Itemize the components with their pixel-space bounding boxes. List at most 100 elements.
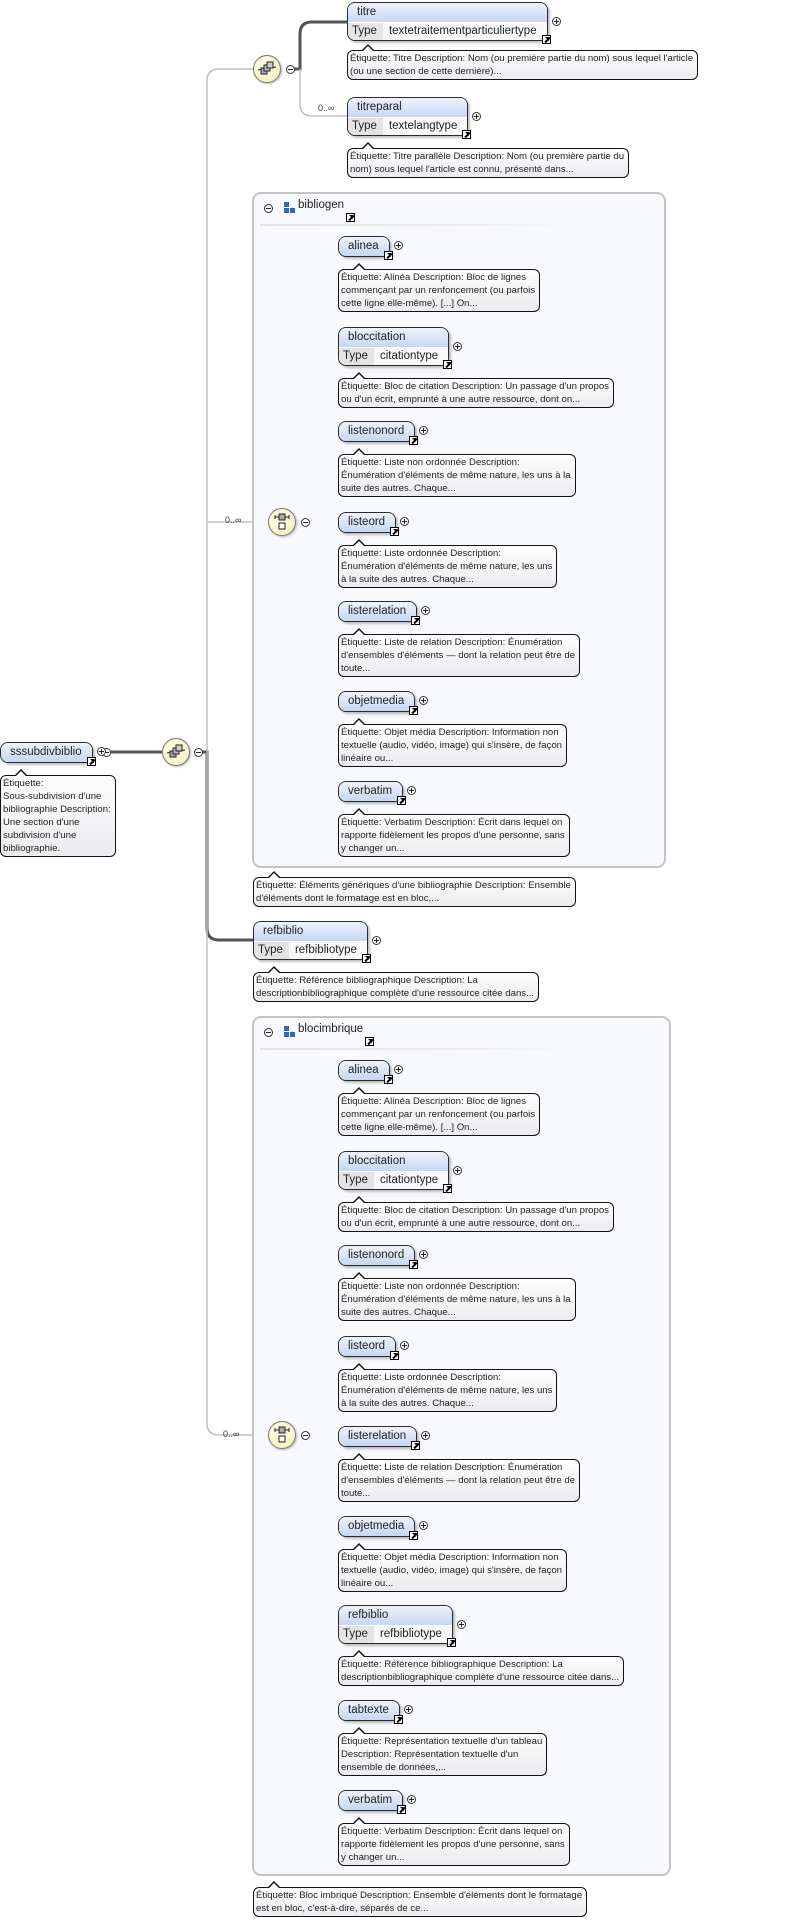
expand-plus-icon[interactable] xyxy=(407,786,416,795)
annotation-tooltip: Étiquette: Bloc imbriqué Description: En… xyxy=(253,1881,588,1917)
go-to-definition-icon[interactable] xyxy=(397,796,406,805)
element-alinea[interactable]: alinea xyxy=(338,236,390,257)
expand-plus-icon[interactable] xyxy=(419,696,428,705)
type-value: refbibliotype xyxy=(373,1626,452,1643)
annotation-tooltip: Étiquette: Alinéa Description: Bloc de l… xyxy=(338,1087,541,1136)
expand-plus-icon[interactable] xyxy=(400,517,409,526)
element-verbatim[interactable]: verbatim xyxy=(338,1790,404,1811)
expand-plus-icon[interactable] xyxy=(421,606,430,615)
group-header-divider xyxy=(260,1048,570,1050)
go-to-definition-icon[interactable] xyxy=(443,360,452,369)
element-listeord[interactable]: listeord xyxy=(338,512,397,533)
expand-plus-icon[interactable] xyxy=(400,1341,409,1350)
expand-plus-icon[interactable] xyxy=(394,1065,403,1074)
type-label: Type xyxy=(339,348,374,365)
annotation-tooltip: Étiquette: Titre parallèle Description: … xyxy=(347,142,630,178)
group-collapse-icon[interactable] xyxy=(264,1028,273,1037)
expand-plus-icon[interactable] xyxy=(372,936,381,945)
group-header-divider xyxy=(260,224,570,226)
expand-plus-icon[interactable] xyxy=(404,1705,413,1714)
choice-node-bibliogen[interactable] xyxy=(268,508,296,536)
element-name: sssubdivbiblio xyxy=(1,743,92,762)
group-collapse-icon[interactable] xyxy=(264,204,273,213)
go-to-definition-icon[interactable] xyxy=(362,954,371,963)
go-to-definition-icon[interactable] xyxy=(409,1531,418,1540)
element-name: verbatim xyxy=(339,1791,403,1810)
go-to-definition-icon[interactable] xyxy=(409,706,418,715)
element-tabtexte[interactable]: tabtexte xyxy=(338,1700,400,1721)
go-to-definition-icon[interactable] xyxy=(384,1075,393,1084)
element-name: objetmedia xyxy=(339,692,415,711)
go-to-definition-icon[interactable] xyxy=(409,436,418,445)
element-listeord[interactable]: listeord xyxy=(338,1336,397,1357)
go-to-definition-icon[interactable] xyxy=(447,1638,456,1647)
expand-plus-icon[interactable] xyxy=(453,342,462,351)
annotation-tooltip: Étiquette: Référence bibliographique Des… xyxy=(253,966,540,1002)
go-to-definition-icon[interactable] xyxy=(411,1441,420,1450)
go-to-definition-icon[interactable] xyxy=(87,757,96,766)
annotation-tooltip: Étiquette: Alinéa Description: Bloc de l… xyxy=(338,263,541,312)
go-to-definition-icon[interactable] xyxy=(365,1037,374,1046)
go-to-definition-icon[interactable] xyxy=(443,1184,452,1193)
expand-plus-icon[interactable] xyxy=(421,1431,430,1440)
sequence-node-main[interactable] xyxy=(162,738,190,766)
collapse-minus-icon[interactable] xyxy=(285,64,295,74)
expand-plus-icon[interactable] xyxy=(472,112,481,121)
expand-plus-icon[interactable] xyxy=(394,241,403,250)
expand-plus-icon[interactable] xyxy=(419,426,428,435)
connector-refbiblio xyxy=(202,750,253,942)
annotation-tooltip: Étiquette: Bloc de citation Description:… xyxy=(338,1196,614,1232)
go-to-definition-icon[interactable] xyxy=(346,213,355,222)
sequence-node-titles[interactable] xyxy=(253,55,281,83)
annotation-tooltip: Étiquette: Liste non ordonnée Descriptio… xyxy=(338,448,576,497)
expand-plus-icon[interactable] xyxy=(419,1521,428,1530)
go-to-definition-icon[interactable] xyxy=(390,527,399,536)
element-name: listerelation xyxy=(339,1427,417,1446)
go-to-definition-icon[interactable] xyxy=(411,616,420,625)
expand-plus-icon[interactable] xyxy=(552,17,561,26)
expand-plus-icon[interactable] xyxy=(97,747,106,756)
annotation-tooltip: Étiquette: Objet média Description: Info… xyxy=(338,718,568,767)
element-listerelation[interactable]: listerelation xyxy=(338,601,418,622)
annotation-tooltip: Étiquette: Représentation textuelle d'un… xyxy=(338,1727,548,1776)
go-to-definition-icon[interactable] xyxy=(384,251,393,260)
element-alinea[interactable]: alinea xyxy=(338,1060,390,1081)
element-listerelation[interactable]: listerelation xyxy=(338,1426,418,1447)
element-objetmedia[interactable]: objetmedia xyxy=(338,691,416,712)
element-objetmedia[interactable]: objetmedia xyxy=(338,1516,416,1537)
annotation-tooltip: Étiquette: Liste non ordonnée Descriptio… xyxy=(338,1272,576,1321)
element-verbatim[interactable]: verbatim xyxy=(338,781,404,802)
collapse-minus-icon[interactable] xyxy=(193,747,203,757)
expand-plus-icon[interactable] xyxy=(419,1250,428,1259)
expand-plus-icon[interactable] xyxy=(453,1166,462,1175)
type-value: citationtype xyxy=(373,1172,449,1189)
go-to-definition-icon[interactable] xyxy=(390,1351,399,1360)
annotation-tooltip: Étiquette: Liste de relation Description… xyxy=(338,628,581,677)
collapse-minus-icon[interactable] xyxy=(300,1430,310,1440)
choice-node-blocimbrique[interactable] xyxy=(268,1421,296,1449)
element-listenonord[interactable]: listenonord xyxy=(338,421,416,442)
go-to-definition-icon[interactable] xyxy=(394,1715,403,1724)
connector-titreparal xyxy=(299,69,347,117)
go-to-definition-icon[interactable] xyxy=(397,1805,406,1814)
element-sssubdivbiblio[interactable]: sssubdivbiblio xyxy=(0,742,93,763)
expand-plus-icon[interactable] xyxy=(407,1795,416,1804)
connector-top-sequence xyxy=(206,68,253,752)
choice-icon xyxy=(274,513,290,530)
go-to-definition-icon[interactable] xyxy=(462,130,471,139)
collapse-minus-icon[interactable] xyxy=(300,517,310,527)
type-label: Type xyxy=(348,23,383,40)
type-label: Type xyxy=(348,118,383,135)
go-to-definition-icon[interactable] xyxy=(409,1260,418,1269)
go-to-definition-icon[interactable] xyxy=(542,35,551,44)
element-listenonord[interactable]: listenonord xyxy=(338,1245,416,1266)
expand-plus-icon[interactable] xyxy=(457,1620,466,1629)
